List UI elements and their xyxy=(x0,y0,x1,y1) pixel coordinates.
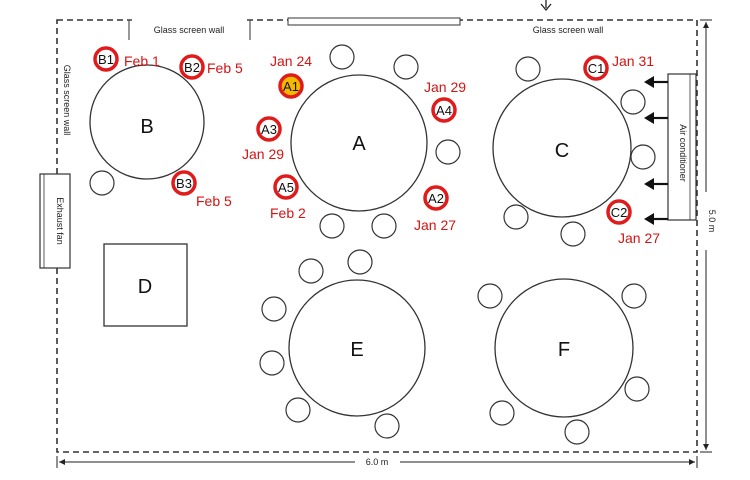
case-date: Feb 2 xyxy=(270,205,306,221)
chair xyxy=(630,144,656,170)
airflow-arrow-icon xyxy=(644,76,668,88)
case-date: Jan 29 xyxy=(242,146,284,162)
glass-screen-wall-label: Glass screen wall xyxy=(533,25,604,35)
dimension-height-label: 5.0 m xyxy=(707,210,717,233)
table-f xyxy=(494,278,634,418)
case-marker-c2: C2 xyxy=(606,199,632,225)
case-ring xyxy=(93,46,119,72)
chair xyxy=(503,204,529,230)
exhaust-fan-label: Exhaust fan xyxy=(55,197,65,245)
chair xyxy=(261,296,287,322)
case-date: Jan 31 xyxy=(612,53,654,69)
table-c xyxy=(492,78,632,218)
chair xyxy=(393,54,419,80)
case-id-label: A3 xyxy=(261,122,277,137)
dimension-width-label: 6.0 m xyxy=(366,457,389,467)
chair xyxy=(477,283,503,309)
chair xyxy=(435,139,461,165)
glass-screen-wall-label: Glass screen wall xyxy=(154,25,225,35)
chair xyxy=(620,89,646,115)
glass-screen-wall-left-label: Glass screen wall xyxy=(62,65,72,136)
case-ring xyxy=(256,116,282,142)
case-marker-a3: A3 xyxy=(256,116,282,142)
table-e xyxy=(288,279,426,417)
case-ring xyxy=(278,73,304,99)
table-label: C xyxy=(555,140,569,162)
top-window-bar xyxy=(287,17,461,26)
case-dates: Feb 1 Feb 5 Feb 5 Jan 24 Jan 29 Jan 29 F… xyxy=(124,53,660,246)
case-marker-a1: A1 xyxy=(278,73,304,99)
case-marker-b3: B3 xyxy=(171,170,197,196)
case-date: Jan 24 xyxy=(270,53,312,69)
table-label: F xyxy=(558,339,570,361)
chair xyxy=(259,350,285,376)
chair xyxy=(371,213,397,239)
dimension-width: 6.0 m xyxy=(56,456,698,468)
case-ring xyxy=(583,55,609,81)
case-id-label: A2 xyxy=(428,191,444,206)
chair xyxy=(329,44,355,70)
air-conditioner-label: Air conditioner xyxy=(678,124,688,182)
case-date: Jan 27 xyxy=(414,217,456,233)
table-label: D xyxy=(138,276,152,298)
chair xyxy=(564,419,590,445)
entrance-arrow-icon xyxy=(540,0,552,12)
case-ring xyxy=(606,199,632,225)
chair xyxy=(621,283,647,309)
table-label: A xyxy=(352,133,366,155)
case-id-label: A5 xyxy=(278,180,294,195)
chair xyxy=(515,56,541,82)
case-id-label: B2 xyxy=(184,60,200,75)
chair xyxy=(624,376,650,402)
case-marker-b1: B1 xyxy=(93,46,119,72)
case-marker-a2: A2 xyxy=(423,185,449,211)
exhaust-fan: Exhaust fan xyxy=(39,173,71,269)
case-date: Jan 27 xyxy=(618,230,660,246)
case-date: Jan 29 xyxy=(424,79,466,95)
case-id-label: C2 xyxy=(611,205,628,220)
case-ring xyxy=(179,54,205,80)
airflow-arrow-icon xyxy=(644,112,668,124)
chair xyxy=(298,258,324,284)
glass-screen-wall-top-left: Glass screen wall xyxy=(128,19,251,40)
chair xyxy=(89,170,115,196)
case-date: Feb 5 xyxy=(196,193,232,209)
case-marker-a4: A4 xyxy=(431,97,457,123)
dimension-height: 5.0 m xyxy=(700,19,717,453)
case-date: Feb 1 xyxy=(124,53,160,69)
case-id-label: B1 xyxy=(98,52,114,67)
case-ring xyxy=(273,174,299,200)
case-ring xyxy=(171,170,197,196)
table-label: E xyxy=(350,339,363,361)
case-id-label: B3 xyxy=(176,176,192,191)
case-id-label: A4 xyxy=(436,103,452,118)
case-ring xyxy=(431,97,457,123)
case-marker-c1: C1 xyxy=(583,55,609,81)
case-marker-b2: B2 xyxy=(179,54,205,80)
airflow-arrow-icon xyxy=(644,213,668,225)
airflow-arrows xyxy=(644,76,668,225)
chair xyxy=(285,397,311,423)
chair xyxy=(489,400,515,426)
case-marker-a5: A5 xyxy=(273,174,299,200)
table-label: B xyxy=(140,116,153,138)
table-a xyxy=(290,74,428,212)
case-id-label: A1 xyxy=(283,79,299,94)
case-id-label: C1 xyxy=(588,61,605,76)
chair xyxy=(319,213,345,239)
table-b xyxy=(89,64,205,180)
case-ring xyxy=(423,185,449,211)
air-conditioner: Air conditioner xyxy=(667,73,697,221)
airflow-arrow-icon xyxy=(644,178,668,190)
chair xyxy=(374,413,400,439)
case-date: Feb 5 xyxy=(207,60,243,76)
chair xyxy=(560,221,586,247)
chair xyxy=(347,249,373,275)
table-d xyxy=(103,243,188,327)
